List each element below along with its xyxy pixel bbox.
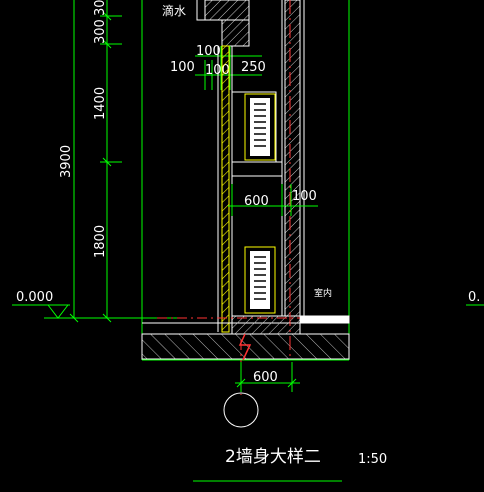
elevation-left-text: 0.000 <box>16 290 53 305</box>
left-dimension-chain <box>65 0 180 360</box>
drawing-title: 2墙身大样二 <box>225 447 321 467</box>
elevation-right-text: 0. <box>468 290 480 305</box>
drawing-scale: 1:50 <box>358 452 387 467</box>
dim-300a: 300 <box>93 19 108 44</box>
floor-slab <box>141 315 350 361</box>
dim-600-bottom: 600 <box>253 370 278 385</box>
axis-bubble <box>223 392 259 428</box>
mid-dims <box>228 184 318 216</box>
elevation-marker-left <box>12 304 72 319</box>
right-outline <box>142 0 350 361</box>
dim-1400: 1400 <box>93 87 108 120</box>
dim-600-mid: 600 <box>244 194 269 209</box>
vent-lower <box>244 246 276 314</box>
dim-100-left: 100 <box>170 60 195 75</box>
dim-250: 250 <box>241 60 266 75</box>
indoor-label: 室内 <box>314 287 332 299</box>
dim-1800: 1800 <box>93 225 108 258</box>
dim-total-3900: 3900 <box>59 145 74 178</box>
dim-300b: 300 <box>93 0 108 16</box>
bottom-dim <box>235 362 300 392</box>
dim-100-top: 100 <box>196 44 221 59</box>
drip-label: 滴水 <box>162 3 186 18</box>
drip-ledge <box>196 0 250 47</box>
wall-body <box>217 0 305 333</box>
dim-100-right: 100 <box>292 189 317 204</box>
vent-upper <box>244 93 276 161</box>
